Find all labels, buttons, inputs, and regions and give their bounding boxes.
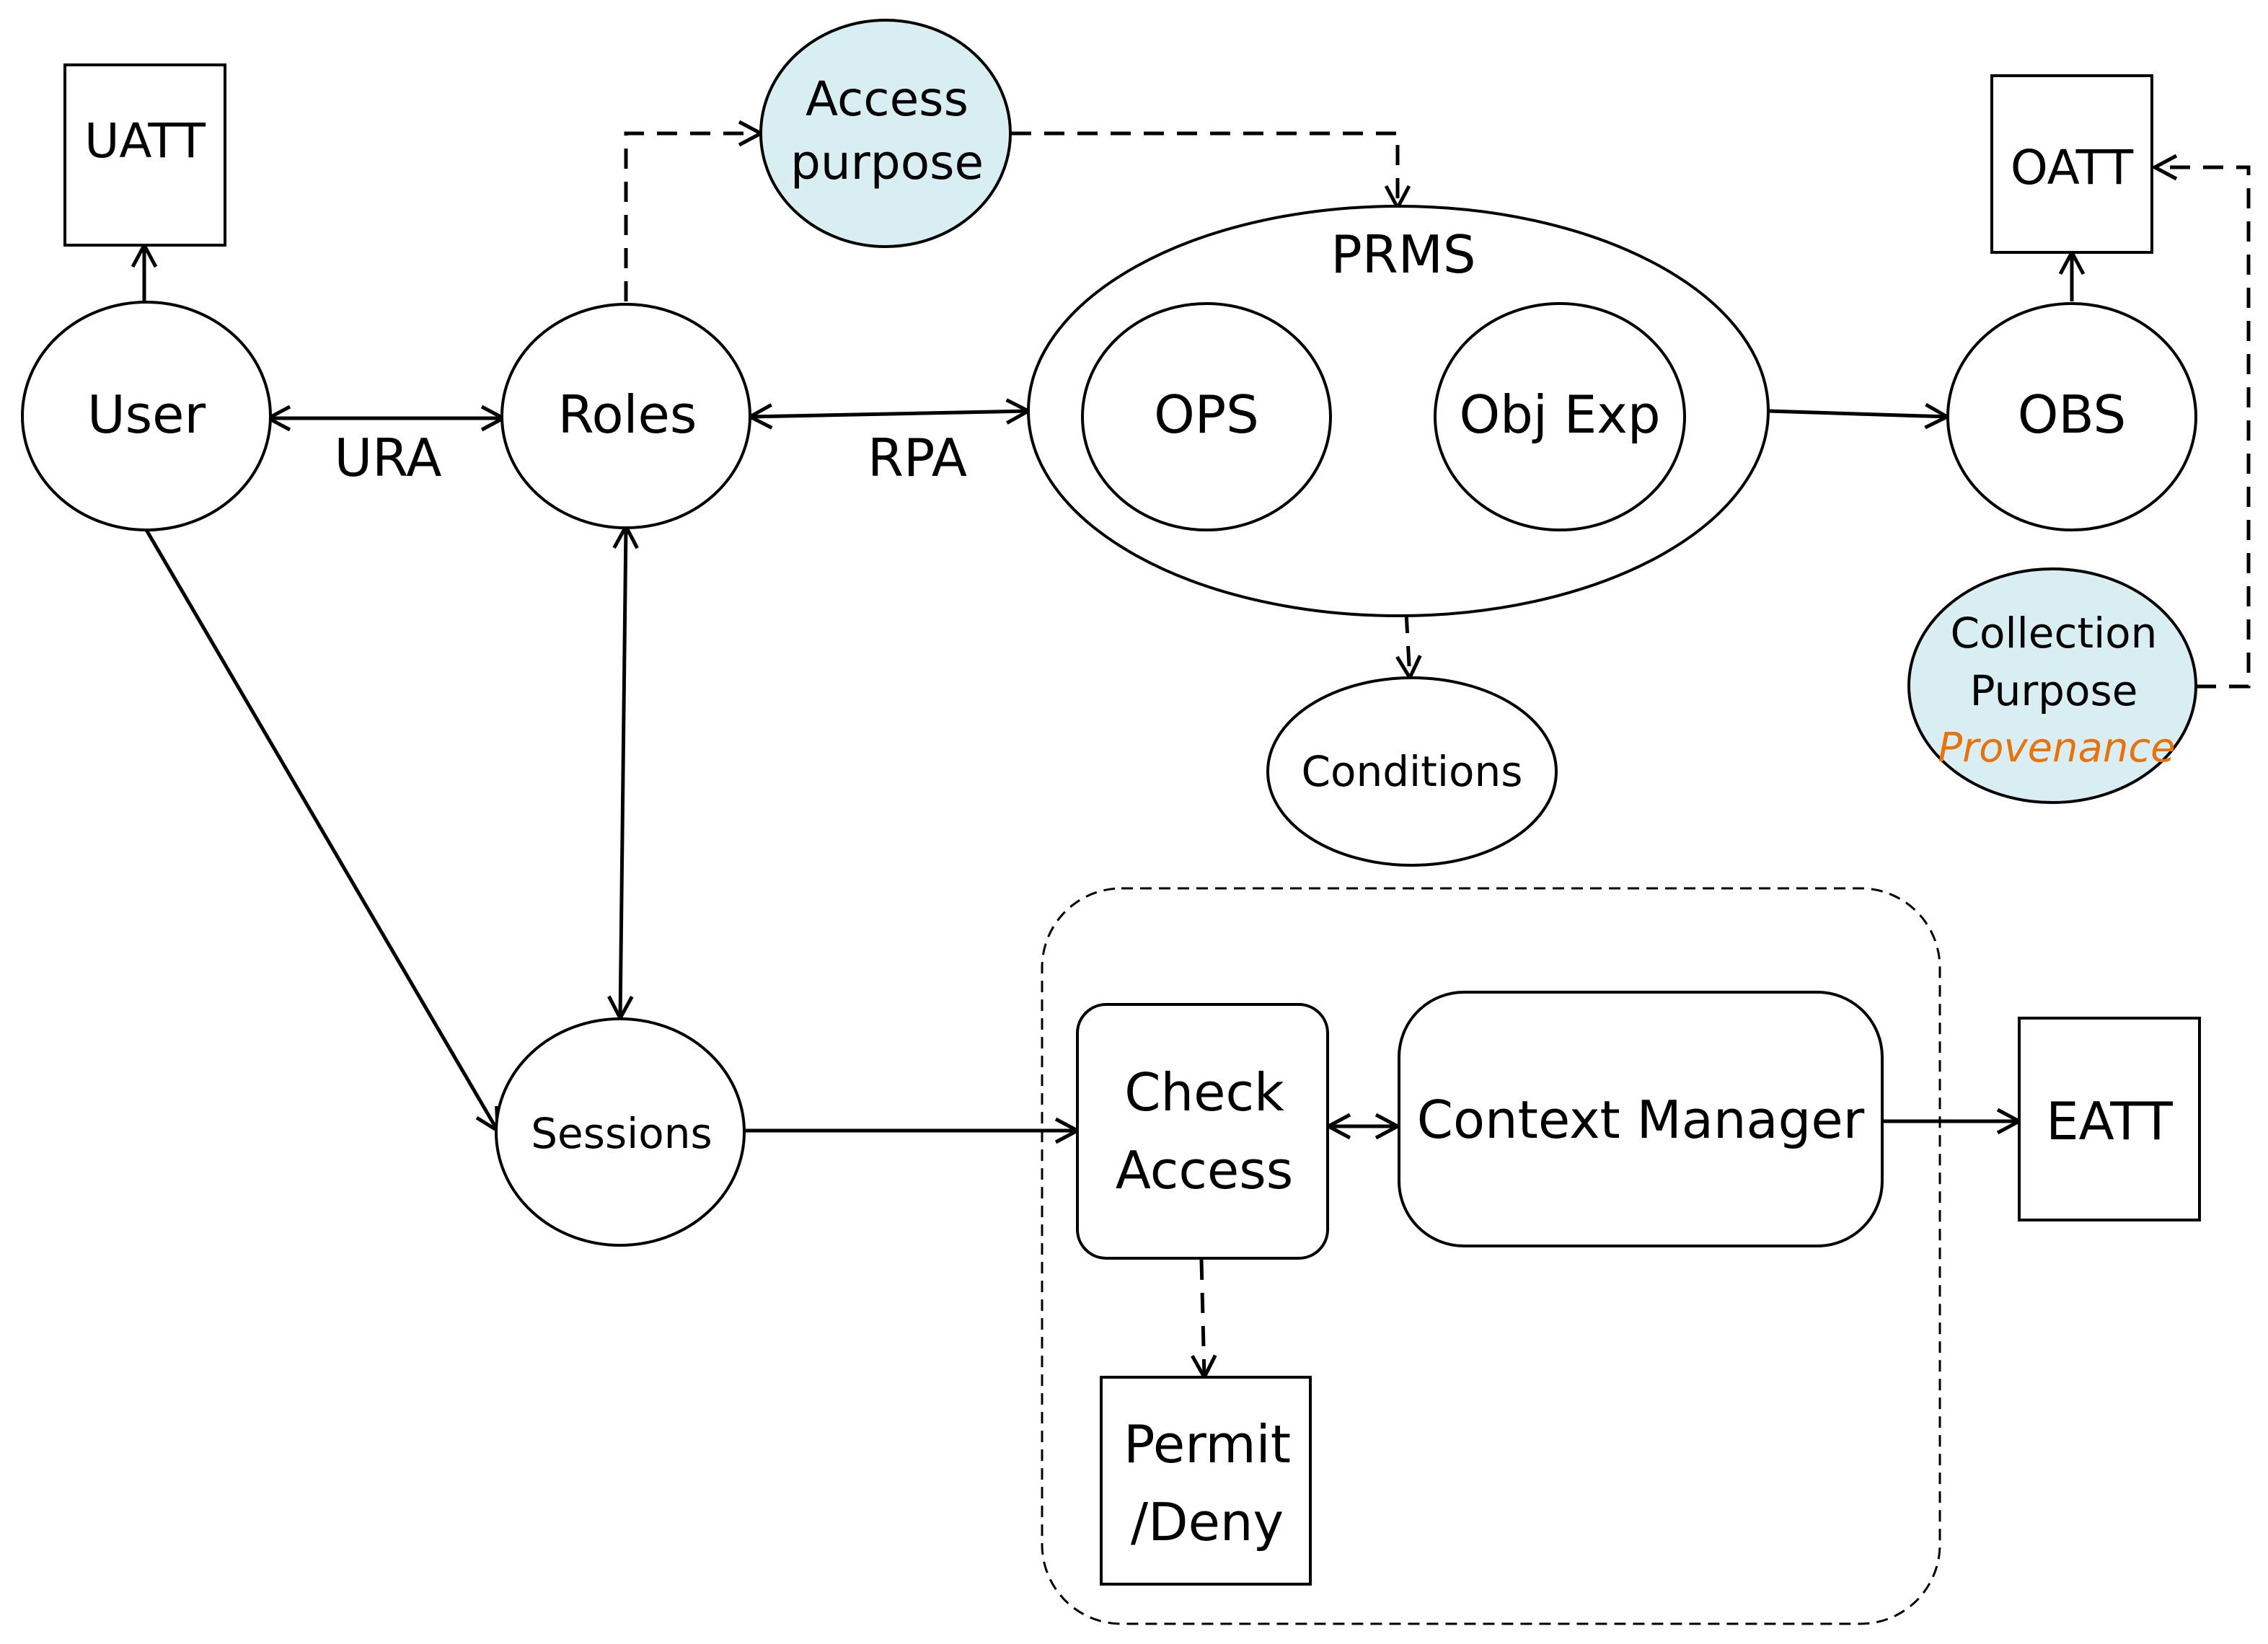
edge-roles-prms [750, 411, 1028, 417]
collection-purpose-node [1907, 567, 2197, 804]
sessions-node [495, 1017, 746, 1247]
collection-purpose-label: Purpose [1970, 666, 2138, 715]
roles-node [500, 303, 751, 529]
provenance-label: Provenance [1938, 725, 2175, 772]
edge-roles-sessions [620, 526, 626, 1018]
user-node [21, 301, 272, 531]
uatt-label: UATT [84, 113, 206, 169]
ops-label: OPS [1154, 384, 1259, 445]
edge-check-permit [1201, 1259, 1204, 1377]
check-access-label: Check [1124, 1062, 1284, 1123]
collection-purpose-label: Collection [1951, 609, 2158, 658]
oatt-label: OATT [2011, 140, 2134, 195]
prms-label: PRMS [1331, 224, 1475, 285]
eatt-box [2018, 1017, 2201, 1221]
access-purpose-node [759, 19, 1012, 248]
user-label: User [87, 384, 206, 445]
edge-prms-conditions [1406, 612, 1410, 678]
edge-user-sessions [144, 529, 498, 1131]
access-purpose-label: purpose [790, 135, 984, 190]
edge-prms-obs [1768, 411, 1947, 417]
obj-exp-label: Obj Exp [1459, 384, 1660, 445]
sessions-label: Sessions [531, 1109, 712, 1158]
access-decision-container [1041, 887, 1941, 1625]
edge-collection-purpose-oatt [2155, 167, 2251, 689]
permit-deny-label: /Deny [1131, 1492, 1284, 1552]
obj-exp-node [1434, 302, 1686, 531]
permit-deny-box [1100, 1376, 1312, 1586]
permit-deny-label: Permit [1124, 1414, 1291, 1475]
edge-roles-access-purpose [624, 133, 761, 301]
ops-node [1081, 302, 1332, 531]
conditions-label: Conditions [1302, 747, 1523, 796]
obs-label: OBS [2018, 384, 2127, 445]
conditions-node [1266, 676, 1558, 867]
ura-label: URA [334, 428, 441, 488]
uatt-box [63, 63, 226, 247]
context-manager-box [1398, 991, 1884, 1247]
check-access-label: Access [1116, 1140, 1293, 1201]
eatt-label: EATT [2046, 1091, 2174, 1152]
access-purpose-label: Access [806, 71, 968, 127]
roles-label: Roles [558, 384, 697, 445]
context-manager-label: Context Manager [1417, 1090, 1865, 1150]
edge-access-purpose-prms [1011, 131, 1398, 208]
obs-node [1946, 302, 2197, 531]
check-access-box [1076, 1003, 1329, 1260]
oatt-box [1990, 74, 2153, 254]
rpa-label: RPA [868, 428, 967, 488]
